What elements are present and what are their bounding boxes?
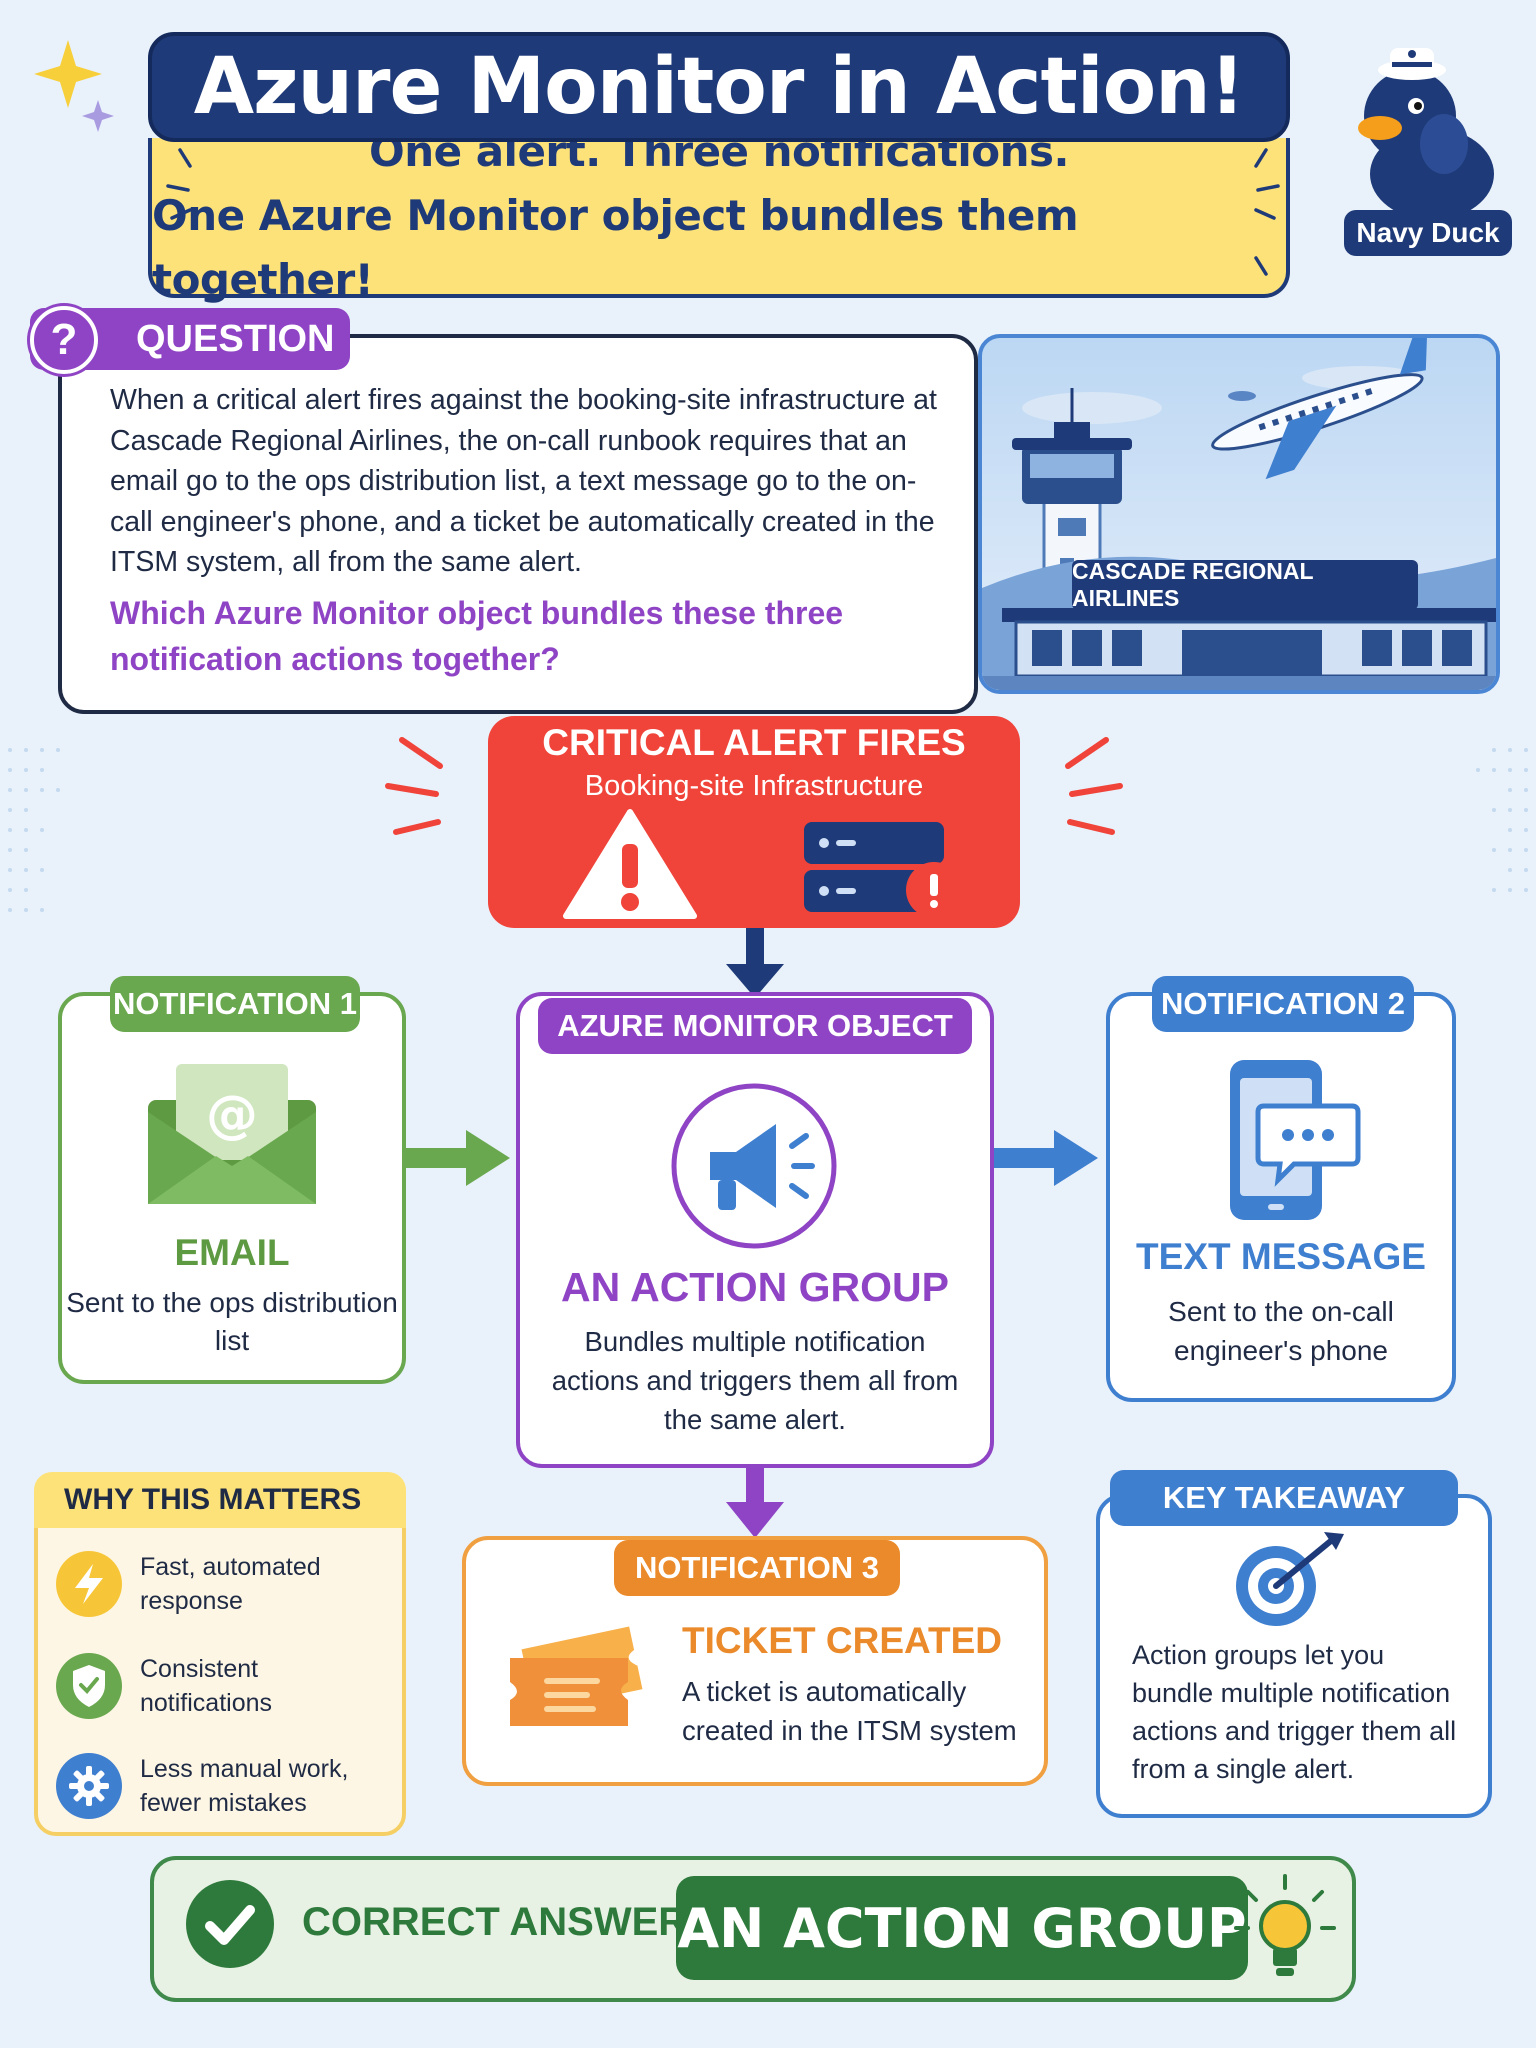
notification-3-tag: NOTIFICATION 3 (614, 1540, 900, 1596)
navy-duck-mascot-icon (1358, 48, 1494, 220)
alert-subtitle: Booking-site Infrastructure (584, 770, 924, 802)
mascot-label: Navy Duck (1344, 210, 1512, 256)
correct-answer-box (676, 1876, 1248, 1980)
notification-3-title: TICKET CREATED (682, 1620, 1002, 1661)
gear-icon (56, 1753, 122, 1819)
decorative-dots-left (8, 748, 60, 912)
alert-rays-left (385, 737, 443, 835)
azure-monitor-object-tag: AZURE MONITOR OBJECT (538, 998, 972, 1054)
airport-sign: CASCADE REGIONAL AIRLINES (1072, 558, 1314, 611)
notification-1-desc: Sent to the ops distribution list (66, 1287, 398, 1356)
server-alert-icon (804, 822, 962, 918)
arrow-right-icon (406, 1130, 510, 1186)
email-envelope-icon: @ (148, 1064, 316, 1204)
question-label: QUESTION (136, 317, 335, 360)
lightbulb-icon (1234, 1874, 1336, 1976)
svg-text:@: @ (206, 1085, 258, 1145)
why-item-text: Consistent notifications (140, 1655, 273, 1717)
target-icon (1236, 1532, 1344, 1626)
burst-lines-right (1254, 148, 1280, 276)
correct-answer-label: CORRECT ANSWER: (302, 1900, 701, 1944)
azure-monitor-object-desc: Bundles multiple notification actions an… (551, 1326, 959, 1435)
question-card (58, 334, 978, 714)
decorative-dots-right (1476, 748, 1528, 892)
question-ask: Which Azure Monitor object bundles these… (110, 595, 844, 677)
check-circle-icon (186, 1880, 274, 1968)
arrow-down-icon (726, 928, 784, 998)
arrow-right-icon-2 (994, 1130, 1098, 1186)
why-item-text: Less manual work, fewer mistakes (140, 1755, 349, 1817)
phone-chat-icon (1230, 1060, 1361, 1220)
why-item-text: Fast, automated response (140, 1553, 321, 1615)
alert-title: CRITICAL ALERT FIRES (542, 722, 966, 763)
notification-2-tag: NOTIFICATION 2 (1152, 976, 1414, 1032)
notification-1-title: EMAIL (174, 1232, 290, 1273)
azure-monitor-object-title: AN ACTION GROUP (561, 1264, 949, 1310)
why-item-consistent: Consistent notifications (56, 1648, 396, 1724)
notification-1-tag: NOTIFICATION 1 (110, 976, 360, 1032)
notification-3-desc: A ticket is automatically created in the… (682, 1676, 1017, 1746)
notification-2-title: TEXT MESSAGE (1136, 1236, 1426, 1277)
question-mark-icon: ? (30, 306, 98, 374)
lightning-icon (56, 1551, 122, 1617)
alert-rays-right (1065, 737, 1123, 835)
title-bar: Azure Monitor in Action! (148, 32, 1290, 142)
airport-scene-icon (982, 338, 1496, 690)
notification-2-desc: Sent to the on-call engineer's phone (1168, 1296, 1394, 1366)
correct-answer-value: AN ACTION GROUP (677, 1896, 1247, 1960)
why-item-less-manual: Less manual work, fewer mistakes (56, 1748, 396, 1824)
subtitle-box: One alert. Three notifications. One Azur… (148, 127, 1290, 304)
burst-lines-left (166, 148, 192, 220)
megaphone-icon (671, 1083, 837, 1249)
shield-check-icon (56, 1653, 122, 1719)
why-item-fast: Fast, automated response (56, 1546, 396, 1622)
sparkle-icon (34, 40, 114, 132)
warning-triangle-icon (563, 809, 697, 919)
key-takeaway-text: Action groups let you bundle multiple no… (1132, 1640, 1457, 1784)
key-takeaway-tag: KEY TAKEAWAY (1110, 1470, 1458, 1526)
airport-illustration: CASCADE REGIONAL AIRLINES (978, 334, 1500, 694)
subtitle-line-2: One Azure Monitor object bundles them to… (152, 191, 1079, 304)
page-title: Azure Monitor in Action! (193, 42, 1246, 132)
arrow-down-icon-2 (726, 1468, 784, 1538)
question-body: When a critical alert fires against the … (110, 384, 937, 578)
why-this-matters-title: WHY THIS MATTERS (34, 1472, 406, 1528)
ticket-icon (510, 1626, 643, 1726)
